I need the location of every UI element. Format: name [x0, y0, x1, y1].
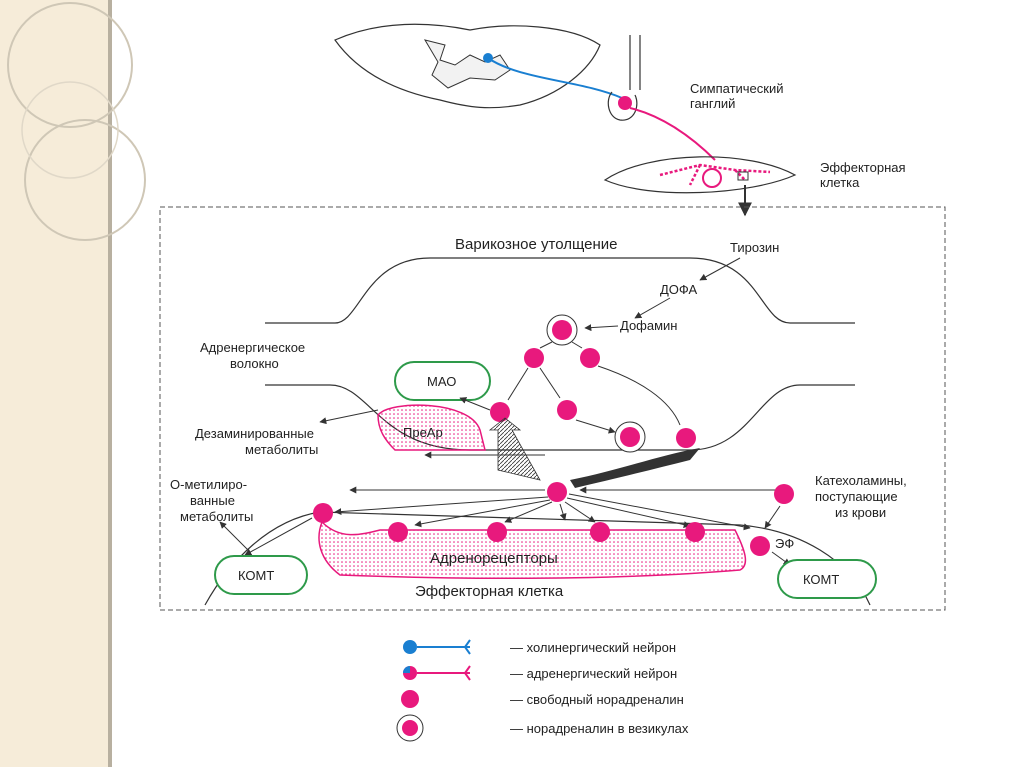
mao-label: МАО	[427, 374, 456, 389]
detail-frame	[159, 206, 946, 611]
effector-bottom-label: Эффекторная клетка	[415, 583, 564, 600]
legend-cholinergic: — холинергический нейрон	[403, 639, 676, 655]
methylated-label-line1: О-метилиро-	[170, 477, 247, 492]
effector-top-label-line2: клетка	[820, 175, 860, 190]
effector-cell-bottom: Адренорецепторы ЭФ Эффекторная клетка	[204, 503, 871, 606]
adrenergic-fiber-label-line2: волокно	[230, 356, 279, 371]
catecholamines-label-line3: из крови	[835, 505, 886, 520]
legend-text-3: — свободный норадреналин	[510, 692, 684, 707]
deaminated-label-line1: Дезаминированные	[195, 426, 314, 441]
comt-right-label: КОМТ	[803, 572, 839, 587]
dopa-label: ДОФА	[660, 282, 698, 297]
comt-left-label: КОМТ	[238, 568, 274, 583]
synthesis-pathway: Тирозин ДОФА Дофамин	[584, 240, 779, 333]
adrenergic-fiber-label-line1: Адренергическое	[200, 340, 305, 355]
comt-left: КОМТ	[214, 555, 308, 595]
slide-border-decoration	[0, 0, 146, 767]
deaminated-label-line2: метаболиты	[245, 442, 318, 457]
methylated-label-line3: метаболиты	[180, 509, 253, 524]
legend: — холинергический нейрон — адренергическ…	[396, 639, 689, 742]
varicose-label: Варикозное утолщение	[455, 236, 617, 253]
varicose-outline: Варикозное утолщение Адренергическое вол…	[200, 236, 855, 451]
ganglion-label-line1: Симпатический	[690, 81, 784, 96]
legend-text-1: — холинергический нейрон	[510, 640, 676, 655]
effector-top-label-line1: Эффекторная	[820, 160, 906, 175]
comt-right: КОМТ	[777, 559, 877, 599]
methylated-label-line2: ванные	[190, 493, 235, 508]
reuptake-arrows	[424, 417, 700, 488]
ganglion-label-line2: ганглий	[690, 96, 735, 111]
legend-adrenergic: — адренергический нейрон	[403, 665, 677, 681]
catecholamines-label-line2: поступающие	[815, 489, 898, 504]
legend-text-2: — адренергический нейрон	[510, 666, 677, 681]
tyrosine-label: Тирозин	[730, 240, 779, 255]
effector-cell-top: Эффекторная клетка	[603, 156, 906, 217]
prear-receptor: ПреАр	[377, 404, 486, 451]
legend-text-4: — норадреналин в везикулах	[510, 721, 689, 736]
mao-enzyme: МАО Дезаминированные метаболиты	[195, 361, 491, 457]
catecholamines-label-line1: Катехоламины,	[815, 473, 907, 488]
dopamine-label: Дофамин	[620, 318, 677, 333]
legend-free-na: — свободный норадреналин	[401, 690, 684, 708]
legend-vesicle-na: — норадреналин в везикулах	[396, 714, 689, 742]
spinal-cord	[334, 23, 641, 109]
adrenoreceptors-label: Адренорецепторы	[430, 550, 558, 567]
prear-label: ПреАр	[403, 425, 443, 440]
vesicles	[490, 314, 696, 453]
sympathetic-ganglion: Симпатический ганглий	[607, 81, 784, 161]
ef-label: ЭФ	[775, 536, 794, 551]
synaptic-release: Катехоламины, поступающие из крови	[334, 473, 907, 531]
